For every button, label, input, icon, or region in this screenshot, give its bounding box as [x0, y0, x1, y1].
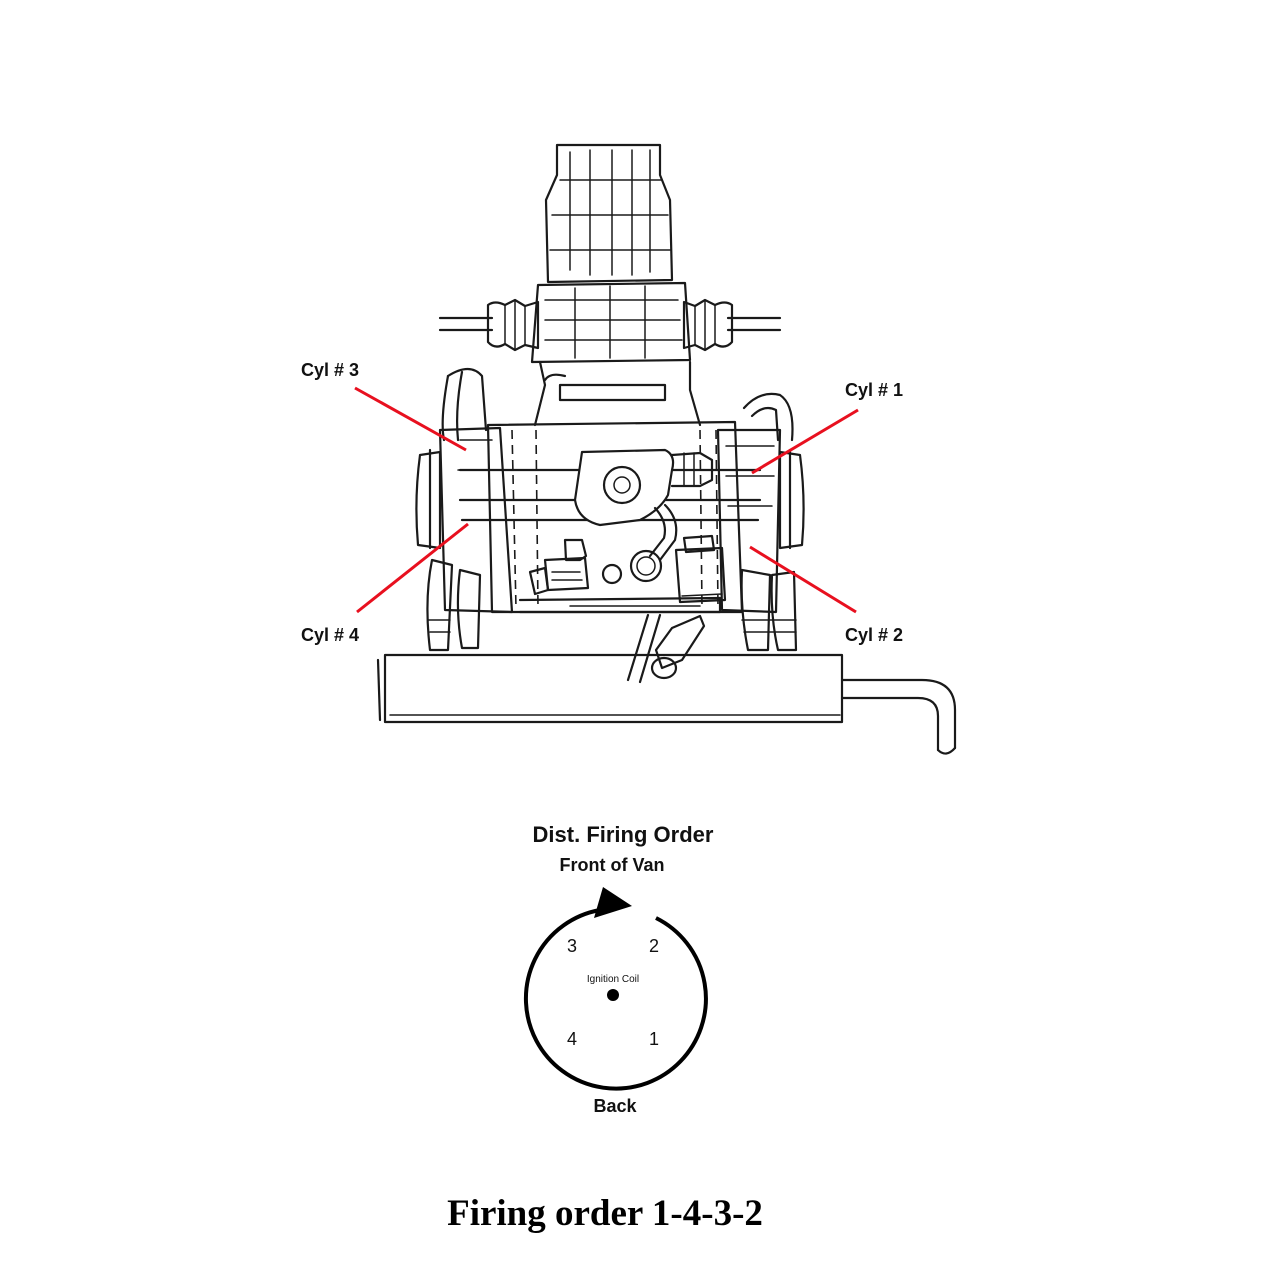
- ignition-coil-label: Ignition Coil: [587, 974, 639, 985]
- distributor-on-engine: [528, 538, 663, 596]
- distributor-diagram: Dist. Firing Order Front of Van 3 2 4 1 …: [523, 822, 714, 1116]
- cyl3-pointer-line: [354, 386, 467, 452]
- cyl1-pointer-line: [751, 408, 859, 475]
- firing-order-caption: Firing order 1-4-3-2: [447, 1193, 763, 1234]
- position-bottom-left: 4: [567, 1029, 577, 1049]
- position-top-right: 2: [649, 936, 659, 956]
- distributor-circle: [523, 908, 708, 1091]
- distributor-title: Dist. Firing Order: [533, 822, 714, 847]
- front-of-van-label: Front of Van: [560, 855, 665, 875]
- muffler: [376, 653, 957, 755]
- cyl2-label: Cyl # 2: [845, 625, 903, 645]
- cyl4-pointer-line: [356, 522, 469, 614]
- left-cylinder-bank: [415, 367, 514, 652]
- back-label: Back: [593, 1096, 637, 1116]
- ignition-coil-on-engine: [674, 534, 727, 604]
- cyl3-label: Cyl # 3: [301, 360, 359, 380]
- cylinder-pointers: [354, 386, 859, 614]
- cyl4-label: Cyl # 4: [301, 625, 359, 645]
- dipstick: [626, 613, 706, 684]
- position-bottom-right: 1: [649, 1029, 659, 1049]
- cyl1-label: Cyl # 1: [845, 380, 903, 400]
- position-top-left: 3: [567, 936, 577, 956]
- transaxle: [530, 143, 702, 427]
- oil-filler-tube: [648, 503, 678, 562]
- ignition-coil-dot: [607, 989, 619, 1001]
- axle-right: [682, 298, 782, 352]
- axle-left: [438, 298, 540, 352]
- engine-illustration: Cyl # 3 Cyl # 1 Cyl # 4 Cyl # 2: [301, 143, 957, 755]
- cyl2-pointer-line: [749, 545, 857, 614]
- fan-housing-plate: [573, 448, 714, 527]
- rotation-arrow-icon: [594, 887, 632, 918]
